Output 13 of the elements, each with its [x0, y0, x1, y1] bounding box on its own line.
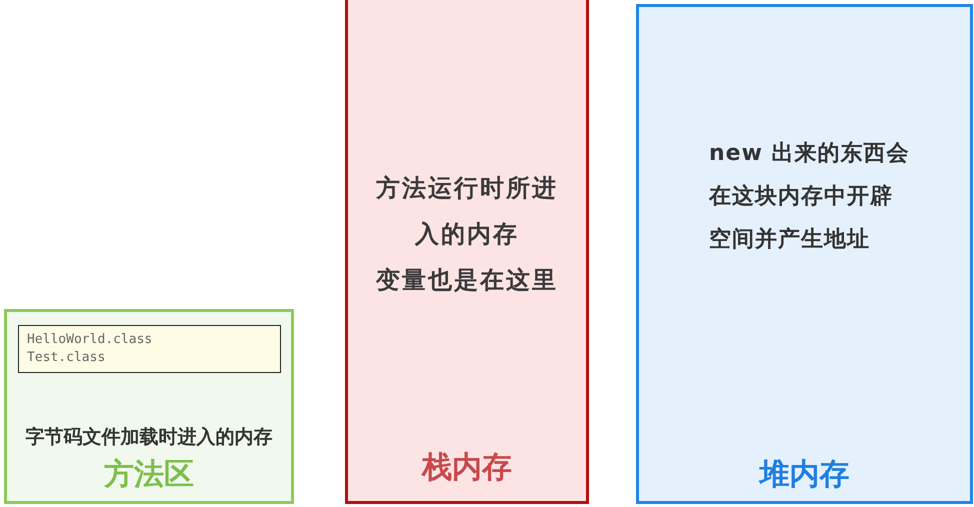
file-name: HelloWorld.class — [27, 331, 154, 349]
panel-description: 方法运行时所进入的内存 — [374, 173, 559, 250]
panel-title: 栈内存 — [420, 449, 513, 487]
panel-title: 方法区 — [102, 456, 195, 494]
file-name: Test.class — [27, 349, 106, 367]
panel-description: 字节码文件加载时进入的内存 — [24, 425, 274, 449]
panel-description: new 出来的东西会在这块内存中开辟空间并产生地址 — [709, 140, 911, 254]
memory-panel — [636, 4, 973, 504]
file-list-box — [18, 325, 281, 373]
panel-description: 变量也是在这里 — [374, 265, 559, 296]
memory-panel — [4, 309, 294, 504]
memory-panel — [345, 0, 589, 504]
panel-title: 堆内存 — [758, 456, 850, 494]
